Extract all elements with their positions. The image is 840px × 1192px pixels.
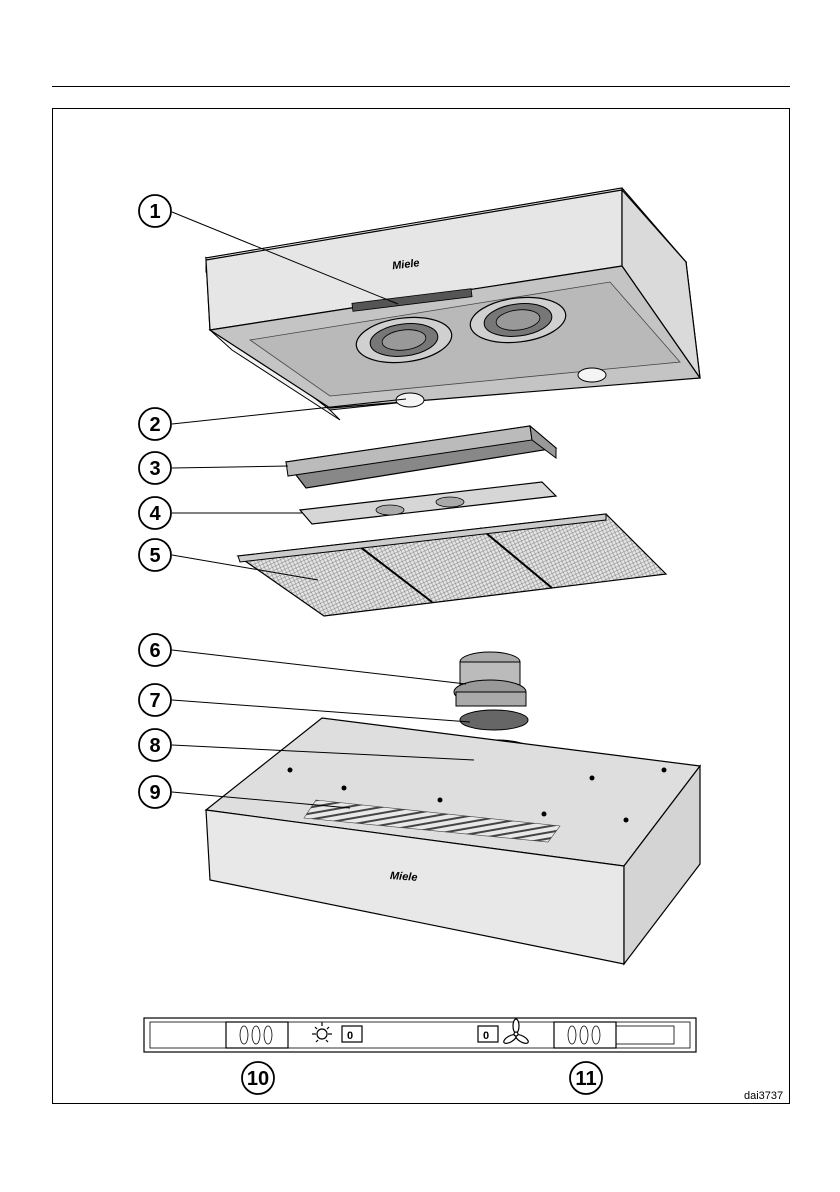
hood-upper <box>206 188 700 420</box>
callout-8: 8 <box>139 729 171 761</box>
callout-10: 10 <box>242 1062 274 1094</box>
part-5-grease-filters <box>238 514 666 616</box>
callout-5: 5 <box>139 539 171 571</box>
callout-label: 1 <box>149 201 160 223</box>
callout-label: 3 <box>149 458 160 480</box>
hood-lower <box>206 718 700 964</box>
callout-7: 7 <box>139 684 171 716</box>
image-code: dai3737 <box>744 1090 783 1102</box>
light-level-display: 0 <box>347 1030 353 1042</box>
fan-level-display: 0 <box>483 1030 489 1042</box>
part-3-filter-frame <box>286 426 556 488</box>
callout-label: 5 <box>149 545 160 567</box>
callout-1: 1 <box>139 195 171 227</box>
callout-label: 11 <box>575 1068 596 1090</box>
callout-label: 2 <box>149 414 160 436</box>
callout-label: 9 <box>149 782 160 804</box>
callout-4: 4 <box>139 497 171 529</box>
callout-label: 8 <box>149 735 160 757</box>
part-7-backdraft-flap <box>460 710 528 730</box>
callout-label: 6 <box>149 640 160 662</box>
callout-3: 3 <box>139 452 171 484</box>
callout-label: 4 <box>149 503 161 525</box>
callout-11: 11 <box>570 1062 602 1094</box>
part-6-fan-motor <box>454 652 526 706</box>
callout-9: 9 <box>139 776 171 808</box>
callout-label: 7 <box>149 690 160 712</box>
callout-6: 6 <box>139 634 171 666</box>
callout-label: 10 <box>247 1068 269 1090</box>
callout-2: 2 <box>139 408 171 440</box>
control-panel <box>144 1018 696 1052</box>
brand-logo-lower: Miele <box>390 870 418 884</box>
part-4-cover-plate <box>300 482 556 524</box>
